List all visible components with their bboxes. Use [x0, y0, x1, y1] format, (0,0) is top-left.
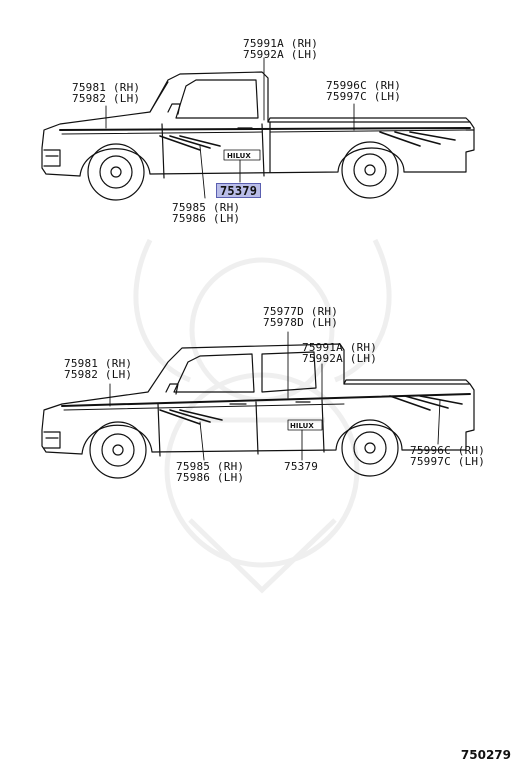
callout-75991A-upper: 75991A (RH): [243, 37, 319, 50]
callout-75992A-upper: 75992A (LH): [243, 48, 319, 61]
callout-75986-lower: 75986 (LH): [176, 471, 245, 484]
extended-cab-truck-drawing: [41, 343, 475, 479]
callout-75982-lower: 75982 (LH): [64, 368, 133, 381]
callout-75996C-upper: 75996C (RH): [326, 79, 402, 92]
callout-75997C-upper: 75997C (LH): [326, 90, 402, 103]
callout-75997C-lower: 75997C (LH): [410, 455, 486, 468]
callout-75996C-lower: 75996C (RH): [410, 444, 486, 457]
callout-75982-upper: 75982 (LH): [72, 92, 141, 105]
callout-75992A-lower: 75992A (LH): [302, 352, 378, 365]
callout-75985-upper: 75985 (RH): [172, 201, 241, 214]
callout-75981-upper: 75981 (RH): [72, 81, 141, 94]
callout-75991A-lower: 75991A (RH): [302, 341, 378, 354]
hilux-logo-lower: HILUX: [290, 422, 314, 430]
figure-number: 750279: [460, 748, 511, 762]
regular-cab-truck-drawing: [41, 71, 475, 201]
callout-75379-lower: 75379: [284, 460, 319, 473]
callout-75977D-lower: 75977D (RH): [263, 305, 339, 318]
callout-75981-lower: 75981 (RH): [64, 357, 133, 370]
callout-75986-upper: 75986 (LH): [172, 212, 241, 225]
callout-75379-upper-highlighted[interactable]: 75379: [216, 183, 262, 198]
hilux-logo-upper: HILUX: [227, 152, 251, 160]
callout-75978D-lower: 75978D (LH): [263, 316, 339, 329]
callout-75985-lower: 75985 (RH): [176, 460, 245, 473]
